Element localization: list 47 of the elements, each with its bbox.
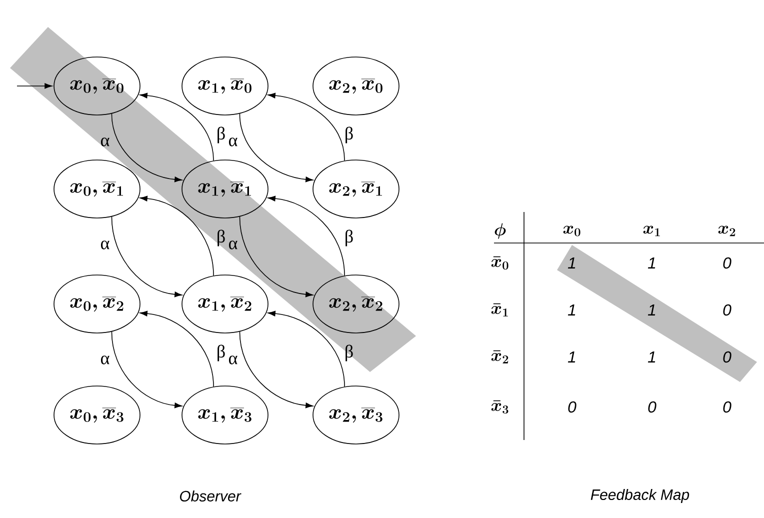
arrow [239, 113, 314, 182]
arrow [268, 92, 345, 162]
arrow [239, 331, 314, 408]
edge-label: α [228, 356, 238, 364]
arrow [111, 113, 182, 182]
table-header: $\phi$ [494, 223, 506, 239]
edge-label: α [100, 240, 110, 250]
edge-label: α [228, 240, 238, 250]
table-header: $\bar{x}_{2}$ [491, 350, 508, 364]
edge-label: α [228, 138, 238, 146]
table-value: 0 [723, 304, 732, 316]
arrow [239, 216, 314, 298]
edge-label: β [346, 344, 353, 362]
table-header: $x_{1}$ [643, 226, 660, 236]
edge-label: β [218, 344, 225, 362]
table-value: 1 [648, 304, 656, 316]
arrow [140, 196, 214, 276]
arrow [16, 83, 52, 89]
table-value: 0 [568, 401, 576, 413]
table-value: 1 [648, 257, 656, 268]
edge-label: β [346, 126, 353, 144]
table-value: 0 [723, 401, 732, 413]
edge-label: α [100, 356, 110, 364]
edge-label: α [100, 138, 110, 146]
table-value: 0 [723, 257, 732, 269]
table-value: 1 [568, 257, 576, 268]
table-header: $\bar{x}_{1}$ [491, 303, 508, 316]
arrow [140, 92, 214, 162]
arrow [111, 216, 182, 298]
table-value: 0 [648, 401, 656, 413]
arrow [140, 310, 214, 388]
table-value: 0 [723, 351, 732, 363]
table-value: 1 [648, 351, 656, 362]
caption: Observer [180, 490, 242, 502]
arrow [111, 331, 182, 408]
edge-label: β [218, 230, 225, 246]
edge-label: β [346, 230, 353, 246]
table-header: $\bar{x}_{3}$ [491, 400, 508, 414]
caption: Feedback Map [590, 489, 690, 503]
edge-label: β [218, 126, 225, 144]
arrow [268, 310, 345, 388]
table-header: $\bar{x}_{0}$ [491, 256, 508, 270]
table-value: 1 [568, 351, 576, 362]
table-header: $x_{2}$ [718, 226, 736, 236]
arrow [268, 196, 345, 276]
table-value: 1 [568, 304, 576, 316]
table-header: $x_{0}$ [563, 226, 580, 236]
